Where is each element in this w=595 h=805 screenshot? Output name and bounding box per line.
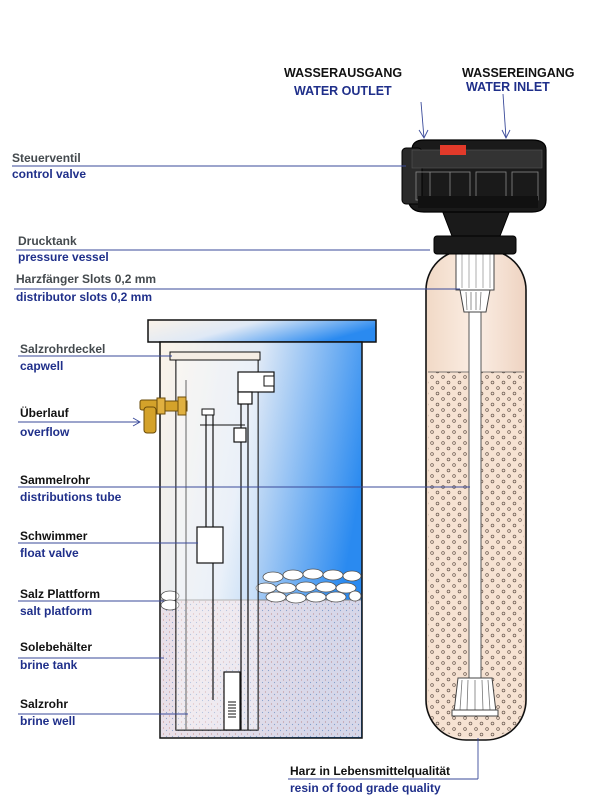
pressure-vessel-en: pressure vessel [18, 250, 109, 264]
brine-tank [139, 319, 377, 739]
resin-en: resin of food grade quality [290, 781, 441, 795]
valve-display [440, 145, 466, 155]
float [196, 526, 224, 564]
pressure-vessel [425, 249, 527, 741]
water-inlet-en: WATER INLET [466, 80, 550, 94]
distribution-tube [468, 289, 482, 681]
water-inlet-de: WASSEREINGANG [462, 66, 575, 80]
capwell-en: capwell [20, 359, 64, 373]
brine-tank-en: brine tank [20, 658, 78, 672]
float-valve-en: float valve [20, 546, 79, 560]
overflow-fitting [139, 396, 188, 434]
salt-fill [161, 600, 361, 737]
upper-distributor [459, 289, 491, 313]
distributor-en: distributor slots 0,2 mm [16, 290, 153, 304]
resin-de: Harz in Lebensmittelqualität [290, 764, 451, 778]
control-valve-en: control valve [12, 167, 87, 181]
distribution-tube-en: distributions tube [20, 490, 122, 504]
brine-well-de: Salzrohr [20, 697, 69, 711]
brine-tank-de: Solebehälter [20, 640, 93, 654]
brine-valve [223, 671, 241, 731]
water-outlet-de: WASSERAUSGANG [284, 66, 403, 80]
control-valve [401, 139, 547, 255]
salt-pellets [160, 568, 362, 611]
leader-lines [12, 93, 511, 780]
water-outlet-en: WATER OUTLET [294, 84, 392, 98]
pressure-vessel-de: Drucktank [18, 234, 77, 248]
salt-platform-en: salt platform [20, 604, 93, 618]
overflow-de: Überlauf [20, 406, 69, 420]
overflow-en: overflow [20, 425, 70, 439]
brine-tank-lid [147, 319, 377, 343]
distribution-tube-de: Sammelrohr [20, 473, 91, 487]
float-valve-de: Schwimmer [20, 529, 88, 543]
control-valve-de: Steuerventil [12, 151, 81, 165]
capwell-de: Salzrohrdeckel [20, 342, 106, 356]
capwell [169, 351, 261, 361]
distributor-de: Harzfänger Slots 0,2 mm [16, 272, 157, 286]
brine-well-en: brine well [20, 714, 76, 728]
salt-platform-de: Salz Plattform [20, 587, 101, 601]
